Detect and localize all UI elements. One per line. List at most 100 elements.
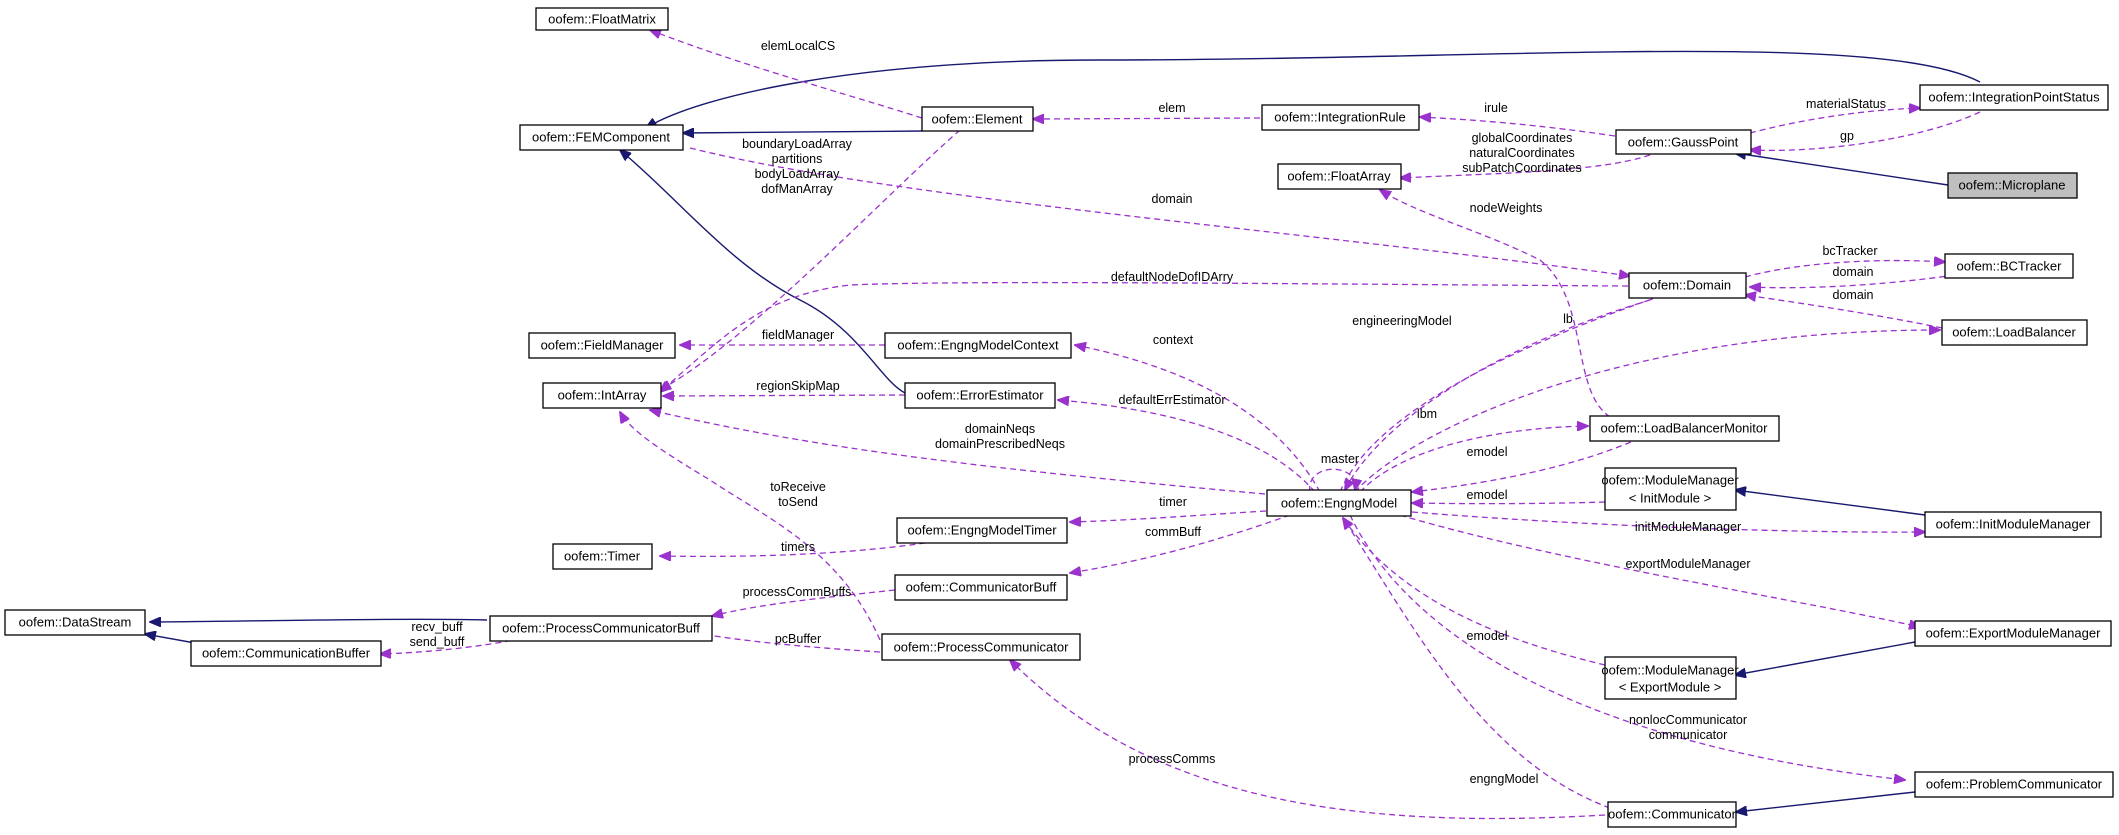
node-modulemanager-initmodule[interactable]: oofem::ModuleManager< InitModule > xyxy=(1601,467,1739,511)
node-errorestimator[interactable]: oofem::ErrorEstimator xyxy=(904,382,1056,409)
node-modulemanager-exportmodule[interactable]: oofem::ModuleManager< ExportModule > xyxy=(1601,656,1739,700)
svg-text:oofem::IntegrationPointStatus: oofem::IntegrationPointStatus xyxy=(1928,90,2100,105)
node-microplane[interactable]: oofem::Microplane xyxy=(1947,172,2078,199)
label-engineeringmodel: engineeringModel xyxy=(1352,314,1451,328)
node-processcommunicator[interactable]: oofem::ProcessCommunicator xyxy=(881,633,1081,661)
node-exportmodulemanager[interactable]: oofem::ExportModuleManager xyxy=(1914,620,2112,647)
node-gausspoint[interactable]: oofem::GaussPoint xyxy=(1615,129,1752,155)
node-floatarray[interactable]: oofem::FloatArray xyxy=(1277,163,1402,190)
edge-errorestimator-to-femcomponent xyxy=(620,150,906,394)
edge-engngmodel-engineeringmodel-domain xyxy=(1339,297,1656,493)
node-loadbalancermonitor[interactable]: oofem::LoadBalancerMonitor xyxy=(1589,415,1780,442)
svg-text:oofem::FloatArray: oofem::FloatArray xyxy=(1287,169,1391,184)
node-femcomponent[interactable]: oofem::FEMComponent xyxy=(519,124,684,151)
node-initmodulemanager[interactable]: oofem::InitModuleManager xyxy=(1924,511,2102,538)
svg-text:oofem::EngngModelTimer: oofem::EngngModelTimer xyxy=(907,523,1057,538)
edge-modulemanager-export-emodel-engngmodel xyxy=(1343,518,1606,666)
label-pcbuffer: pcBuffer xyxy=(775,632,821,646)
svg-text:oofem::ExportModuleManager: oofem::ExportModuleManager xyxy=(1926,626,2102,641)
label-gp: gp xyxy=(1840,129,1854,143)
node-engngmodelcontext[interactable]: oofem::EngngModelContext xyxy=(884,332,1072,359)
svg-text:oofem::FloatMatrix: oofem::FloatMatrix xyxy=(548,12,656,27)
node-fieldmanager[interactable]: oofem::FieldManager xyxy=(528,332,676,359)
edge-lbm-nodeweights-floatarray xyxy=(1380,190,1611,418)
node-problemcommunicator[interactable]: oofem::ProblemCommunicator xyxy=(1914,771,2114,798)
edge-lbm-emodel-engngmodel xyxy=(1412,437,1641,492)
svg-text:oofem::EngngModelContext: oofem::EngngModelContext xyxy=(897,338,1059,353)
label-globalcoordinates: globalCoordinates xyxy=(1472,131,1573,145)
label-irule: irule xyxy=(1484,101,1508,115)
node-loadbalancer[interactable]: oofem::LoadBalancer xyxy=(1941,319,2088,346)
node-engngmodel[interactable]: oofem::EngngModel xyxy=(1266,489,1412,517)
edge-microplane-to-gausspoint xyxy=(1735,153,1949,186)
edge-engngmodel-exportmodulemanager xyxy=(1399,514,1920,627)
svg-text:oofem::GaussPoint: oofem::GaussPoint xyxy=(1628,135,1739,150)
label-nonloccommunicator: nonlocCommunicator xyxy=(1629,713,1747,727)
edge-gausspoint-coords-floatarray xyxy=(1400,154,1651,178)
node-processcommunicatorbuff[interactable]: oofem::ProcessCommunicatorBuff xyxy=(489,615,713,642)
edge-element-elemlocalcs-floatmatrix xyxy=(650,30,923,119)
svg-text:oofem::Element: oofem::Element xyxy=(931,112,1022,127)
svg-text:oofem::ErrorEstimator: oofem::ErrorEstimator xyxy=(916,388,1044,403)
node-domain[interactable]: oofem::Domain xyxy=(1628,272,1747,299)
edge-engngmodel-timer xyxy=(1070,510,1267,522)
label-recv-buff: recv_buff xyxy=(411,620,463,634)
node-integrationpointstatus[interactable]: oofem::IntegrationPointStatus xyxy=(1919,84,2109,111)
edge-element-arrays-intarray xyxy=(660,129,961,390)
svg-text:oofem::EngngModel: oofem::EngngModel xyxy=(1281,496,1397,511)
label-master: master xyxy=(1321,452,1359,466)
edge-engngmodel-commbuff xyxy=(1070,514,1291,573)
svg-text:< InitModule >: < InitModule > xyxy=(1629,491,1711,506)
label-domain-fem: domain xyxy=(1152,192,1193,206)
label-communicator: communicator xyxy=(1649,728,1728,742)
svg-text:oofem::DataStream: oofem::DataStream xyxy=(19,615,132,630)
node-datastream[interactable]: oofem::DataStream xyxy=(4,609,146,636)
node-communicatorbuff[interactable]: oofem::CommunicatorBuff xyxy=(894,574,1068,601)
label-commbuff: commBuff xyxy=(1145,525,1202,539)
label-engngmodel: engngModel xyxy=(1470,772,1539,786)
node-communicationbuffer[interactable]: oofem::CommunicationBuffer xyxy=(190,640,382,667)
svg-text:oofem::ProcessCommunicator: oofem::ProcessCommunicator xyxy=(894,640,1070,655)
node-engngmodeltimer[interactable]: oofem::EngngModelTimer xyxy=(896,517,1068,544)
edge-domain-engineeringmodel-engngmodel xyxy=(1345,299,1651,490)
label-processcommbuffs: processCommBuffs xyxy=(743,585,852,599)
edge-errorestimator-regionskipmap-intarray xyxy=(663,395,906,396)
node-communicator[interactable]: oofem::Communicator xyxy=(1607,801,1737,828)
edge-modulemanager-init-emodel-engngmodel xyxy=(1412,502,1606,504)
svg-text:oofem::CommunicationBuffer: oofem::CommunicationBuffer xyxy=(202,646,371,661)
edge-exportmodulemanager-to-modulemanager-export xyxy=(1735,641,1916,675)
node-bctracker[interactable]: oofem::BCTracker xyxy=(1944,253,2074,279)
edge-processcommunicatorbuff-to-datastream xyxy=(150,619,488,622)
edge-communicator-processcomms xyxy=(1010,660,1606,820)
label-fieldmanager: fieldManager xyxy=(762,328,834,342)
edge-engngmodel-domainneqs-intarray xyxy=(650,410,1266,495)
label-processcomms: processComms xyxy=(1129,752,1216,766)
edge-engngmodel-nonloccommunicator xyxy=(1349,514,1905,780)
label-toreceive: toReceive xyxy=(770,480,826,494)
svg-text:< ExportModule >: < ExportModule > xyxy=(1619,680,1722,695)
edge-bctracker-domain xyxy=(1750,274,1956,288)
label-dofmanarray: dofManArray xyxy=(761,182,833,196)
svg-text:oofem::LoadBalancer: oofem::LoadBalancer xyxy=(1952,325,2076,340)
label-send-buff: send_buff xyxy=(410,635,465,649)
label-emodel-lbm: emodel xyxy=(1467,445,1508,459)
node-timer[interactable]: oofem::Timer xyxy=(552,543,653,570)
label-elemlocalcs: elemLocalCS xyxy=(761,39,835,53)
label-nodeweights: nodeWeights xyxy=(1470,201,1543,215)
edge-engngmodel-initmodulemanager xyxy=(1411,511,1925,532)
node-element[interactable]: oofem::Element xyxy=(921,106,1034,132)
label-subpatchcoordinates: subPatchCoordinates xyxy=(1462,161,1582,175)
node-floatmatrix[interactable]: oofem::FloatMatrix xyxy=(535,7,669,31)
svg-text:oofem::BCTracker: oofem::BCTracker xyxy=(1957,259,2063,274)
edge-element-to-femcomponent xyxy=(683,131,923,133)
label-exportmodulemanager: exportModuleManager xyxy=(1625,557,1750,571)
svg-text:oofem::FEMComponent: oofem::FEMComponent xyxy=(532,130,670,145)
label-materialstatus: materialStatus xyxy=(1806,97,1886,111)
edge-engngmodel-defaulterrestimator xyxy=(1058,400,1316,493)
edge-engngmodel-context xyxy=(1075,345,1321,493)
label-timers: timers xyxy=(781,540,815,554)
label-domain-lb: domain xyxy=(1833,288,1874,302)
node-integrationrule[interactable]: oofem::IntegrationRule xyxy=(1261,104,1420,131)
node-intarray[interactable]: oofem::IntArray xyxy=(542,382,662,409)
